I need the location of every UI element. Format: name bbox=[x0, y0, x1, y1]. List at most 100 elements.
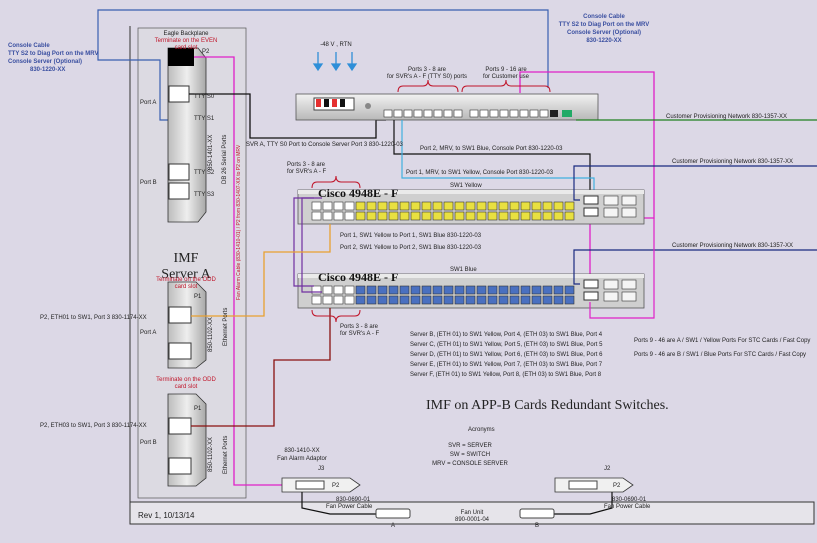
mrv-ports-9-16-1: Ports 9 - 16 are bbox=[485, 67, 527, 73]
mrv-port bbox=[489, 109, 499, 118]
blue-sfp-port bbox=[621, 279, 637, 290]
yellow-switch-port bbox=[553, 201, 564, 211]
blue-switch-port bbox=[487, 285, 498, 295]
blue-switch-port bbox=[498, 295, 509, 305]
servers-table: Server B, (ETH 01) to SW1 Yellow, Port 4… bbox=[410, 332, 603, 378]
odd-note2-line2: card slot bbox=[175, 384, 198, 390]
mrv-port bbox=[393, 109, 403, 118]
server-line1: IMF bbox=[174, 251, 199, 266]
eth01-cable bbox=[191, 224, 331, 317]
servers-table-row: Server C, (ETH 01) to SW1 Yellow, Port 5… bbox=[410, 342, 603, 348]
console-right-2: TTY S2 to Diag Port on the MRV bbox=[559, 22, 649, 28]
customer-blue: Customer Provisioning Network 830-1357-X… bbox=[672, 243, 793, 249]
blue-switch-port bbox=[399, 295, 410, 305]
yellow-switch-port bbox=[355, 211, 366, 221]
yellow-switch-port bbox=[399, 211, 410, 221]
port1-line bbox=[401, 120, 595, 190]
power-arrows bbox=[312, 52, 358, 72]
blue-switch-port bbox=[531, 285, 542, 295]
yellow-switch-port bbox=[564, 211, 575, 221]
console-right-1: Console Cable bbox=[583, 14, 625, 20]
yellow-switch-port bbox=[476, 201, 487, 211]
brace-yellow bbox=[311, 175, 361, 189]
mrv-port bbox=[403, 109, 413, 118]
blue-switch-port bbox=[311, 295, 322, 305]
blue-switch-port bbox=[388, 295, 399, 305]
yellow-sfp-port bbox=[621, 207, 637, 218]
switch-blue-top bbox=[298, 274, 644, 278]
odd-note1-line1: Terminate on the ODD bbox=[156, 277, 216, 283]
yellow-customer-line bbox=[573, 165, 817, 201]
fan-port-b-label: B bbox=[535, 523, 539, 529]
yellow-switch-port bbox=[322, 211, 333, 221]
yellow-switch-port bbox=[542, 211, 553, 221]
fan-alarm-part: 830-1410-XX bbox=[284, 448, 319, 454]
fan-port-a bbox=[375, 508, 411, 519]
acronym-sw: SW = SWITCH bbox=[450, 452, 490, 458]
blue-switch-port bbox=[388, 285, 399, 295]
mrv-port bbox=[453, 109, 463, 118]
blue-switch-port bbox=[377, 295, 388, 305]
blue-switch-port bbox=[509, 285, 520, 295]
blue-switch-port bbox=[531, 295, 542, 305]
yellow-switch-port bbox=[509, 201, 520, 211]
tty-s3-label: TTY S3 bbox=[194, 192, 215, 198]
backplane-title: Eagle Backplane bbox=[163, 31, 209, 37]
stc-yellow: Ports 9 - 46 are A / SW1 / Yellow Ports … bbox=[634, 338, 810, 344]
yellow-switch-port bbox=[322, 201, 333, 211]
fan-port-b bbox=[519, 508, 555, 519]
blue-customer-line bbox=[573, 249, 817, 285]
port2-line bbox=[393, 120, 591, 190]
blue-switch-port bbox=[465, 295, 476, 305]
sw-blue-note1: Ports 3 - 8 are bbox=[340, 324, 379, 330]
console-right-3: Console Server (Optional) bbox=[567, 30, 641, 36]
blue-console-1 bbox=[583, 279, 599, 289]
yellow-switch-port bbox=[531, 211, 542, 221]
mrv-ports-3-8-2: for SVR's A - F (TTY S0) ports bbox=[387, 74, 467, 80]
blue-switch-port bbox=[553, 295, 564, 305]
blue-switch-port bbox=[410, 285, 421, 295]
port-a-serial bbox=[168, 85, 190, 103]
mrv-port bbox=[423, 109, 433, 118]
yellow-switch-port bbox=[355, 201, 366, 211]
eth-a-label: P2, ETH01 to SW1, Port 3 830-1174-XX bbox=[40, 315, 147, 321]
port-b-label: Port B bbox=[140, 180, 157, 186]
yellow-switch-port bbox=[311, 211, 322, 221]
yellow-switch-port bbox=[531, 201, 542, 211]
console-left-4: 830-1220-XX bbox=[30, 67, 65, 73]
switch-yellow-top bbox=[298, 190, 644, 194]
sw-blue-model: Cisco 4948E - F bbox=[318, 270, 398, 284]
yellow-switch-port bbox=[487, 201, 498, 211]
power-terminal-2 bbox=[324, 99, 329, 107]
yellow-switch-port bbox=[421, 201, 432, 211]
acronyms-title: Acronyms bbox=[468, 427, 495, 433]
yellow-console-2 bbox=[583, 207, 599, 217]
blue-switch-port bbox=[498, 285, 509, 295]
fan-power-right-label: Fan Power Cable bbox=[604, 504, 651, 510]
console-right-4: 830-1220-XX bbox=[586, 38, 621, 44]
fan-alarm-cable-line bbox=[194, 56, 282, 486]
yellow-switch-port bbox=[333, 201, 344, 211]
blue-switch-port bbox=[322, 295, 333, 305]
console-left-3: Console Server (Optional) bbox=[8, 59, 82, 65]
blue-switch-port bbox=[366, 295, 377, 305]
yellow-sfp-port bbox=[603, 207, 619, 218]
blue-switch-port bbox=[355, 285, 366, 295]
customer-top: Customer Provisioning Network 830-1357-X… bbox=[666, 114, 787, 120]
yellow-switch-port bbox=[344, 211, 355, 221]
brace-blue bbox=[311, 309, 361, 323]
yellow-switch-port bbox=[432, 201, 443, 211]
mrv-port bbox=[499, 109, 509, 118]
p2-connector bbox=[168, 48, 194, 66]
yellow-switch-port bbox=[520, 211, 531, 221]
fan-power-left-label: Fan Power Cable bbox=[326, 504, 373, 510]
yellow-switch-port bbox=[432, 211, 443, 221]
mrv-port bbox=[443, 109, 453, 118]
acronym-mrv: MRV = CONSOLE SERVER bbox=[432, 461, 508, 467]
blue-switch-port bbox=[432, 295, 443, 305]
yellow-switch-port bbox=[476, 211, 487, 221]
mrv-port bbox=[539, 109, 549, 118]
blue-switch-port bbox=[542, 295, 553, 305]
power-terminal-4 bbox=[340, 99, 345, 107]
